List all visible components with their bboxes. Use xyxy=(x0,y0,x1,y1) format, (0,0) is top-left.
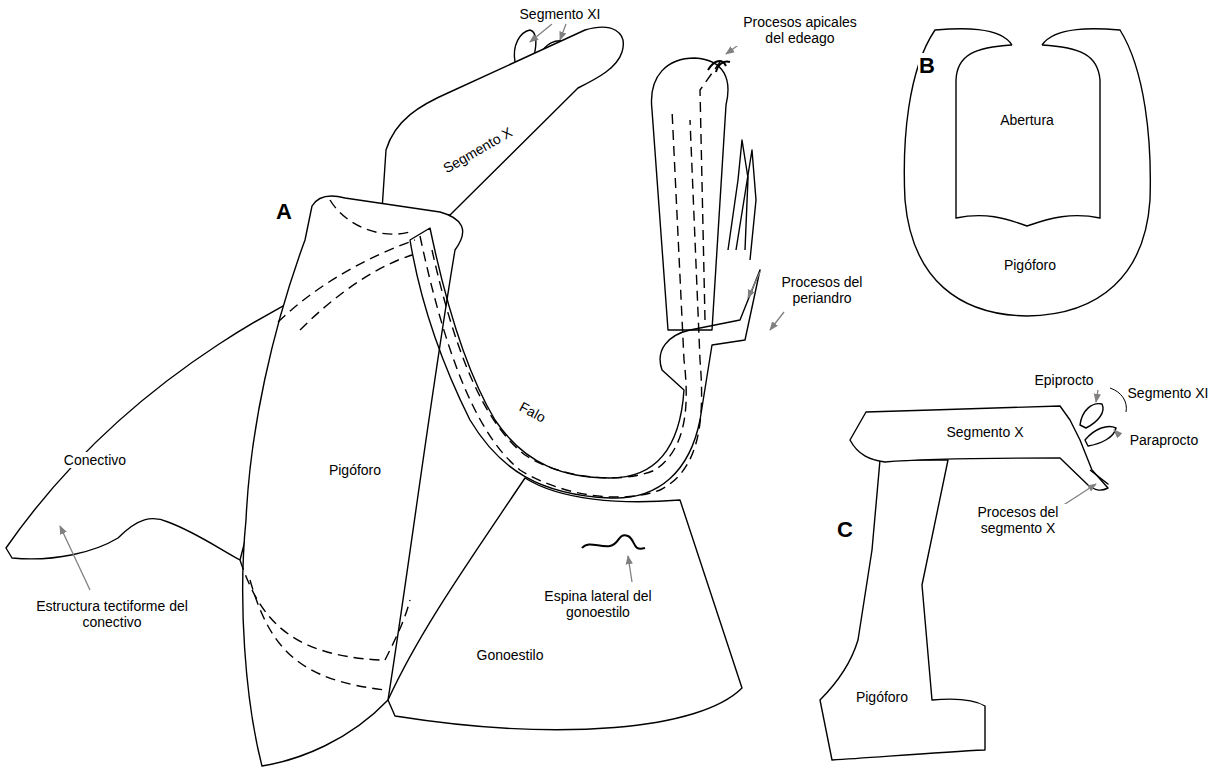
aedeagus xyxy=(651,58,727,330)
part-label: Segmento XI xyxy=(519,6,602,22)
figure-letter: A xyxy=(275,199,293,224)
pygofer-b xyxy=(904,29,1150,316)
part-label: Procesos del segmento X xyxy=(967,504,1069,536)
lateral-spine xyxy=(582,535,645,549)
segment-x-c xyxy=(850,406,1108,490)
gonostyle xyxy=(388,478,742,730)
part-label: Pigóforo xyxy=(328,462,382,478)
epiproct xyxy=(1080,404,1103,428)
figure-letter: B xyxy=(918,53,936,78)
part-label: Conectivo xyxy=(63,452,127,468)
part-label: Gonoestilo xyxy=(476,647,545,663)
figure-letter: C xyxy=(836,517,854,542)
part-label: Falo xyxy=(516,398,549,426)
part-label: Segmento X xyxy=(945,424,1024,440)
part-label: Epiprocto xyxy=(1033,372,1094,388)
pygofer-c xyxy=(820,460,985,760)
part-label: Pigóforo xyxy=(855,689,909,705)
part-label: Pigóforo xyxy=(1003,257,1057,273)
part-label: Paraprocto xyxy=(1129,432,1199,448)
part-label: Procesos del periandro xyxy=(771,274,873,306)
part-label: Espina lateral del gonoestilo xyxy=(542,588,654,620)
part-label: Procesos apicales del edeago xyxy=(732,14,869,46)
part-label: Segmento XI xyxy=(1127,385,1210,401)
periandrium xyxy=(410,228,760,498)
part-label: Estructura tectiforme del conectivo xyxy=(34,598,191,630)
opening xyxy=(956,45,1100,226)
segment-x xyxy=(382,27,623,215)
part-label: Abertura xyxy=(999,112,1055,128)
paraproct xyxy=(1085,427,1116,447)
